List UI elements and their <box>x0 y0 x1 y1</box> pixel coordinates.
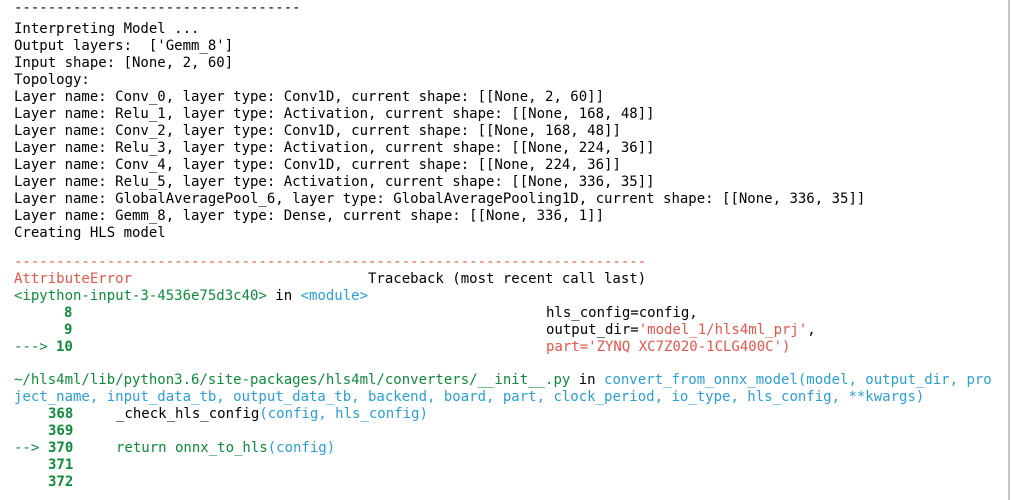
log-line: Layer name: Relu_3, layer type: Activati… <box>14 140 655 156</box>
code-line: output_dir='model_1/hls4ml_prj', <box>546 322 816 338</box>
frame-path[interactable]: ~/hls4ml/lib/python3.6/site-packages/hls… <box>14 372 571 388</box>
code-line: hls_config=config, <box>546 305 698 321</box>
log-line: Layer name: Relu_1, layer type: Activati… <box>14 106 655 122</box>
frame-function: convert_from_onnx_model(model, output_di… <box>604 372 992 388</box>
frame-function-cont: ject_name, input_data_tb, output_data_tb… <box>14 389 925 405</box>
log-line: Layer name: Conv_4, layer type: Conv1D, … <box>14 157 621 173</box>
code-line: _check_hls_config(config, hls_config) <box>116 406 428 422</box>
current-line-arrow: ---> <box>14 339 57 355</box>
log-line: Creating HLS model <box>14 225 166 241</box>
line-number: 370 <box>48 440 74 456</box>
log-line: Interpreting Model ... <box>14 21 200 37</box>
line-number: 9 <box>64 322 73 338</box>
line-number: 368 <box>48 406 74 422</box>
log-line: Layer name: Gemm_8, layer type: Dense, c… <box>14 208 605 224</box>
log-line: Layer name: Conv_0, layer type: Conv1D, … <box>14 89 605 105</box>
in-word: in <box>266 288 301 304</box>
current-line-arrow: --> <box>14 440 48 456</box>
log-line: Layer name: Relu_5, layer type: Activati… <box>14 174 655 190</box>
frame-header: <ipython-input-3-4536e75d3c40> in <modul… <box>14 288 368 305</box>
line-number: 10 <box>56 339 73 355</box>
frame-location[interactable]: <ipython-input-3-4536e75d3c40> <box>14 288 267 304</box>
error-name: AttributeError <box>14 271 133 287</box>
line-number: 369 <box>48 423 74 439</box>
in-word: in <box>570 372 605 388</box>
log-line: Topology: <box>14 72 90 88</box>
traceback-header: Traceback (most recent call last) <box>368 271 647 287</box>
scrollbar-track[interactable] <box>1008 0 1010 500</box>
top-separator: ---------------------------------- <box>14 0 301 16</box>
log-line: Input shape: [None, 2, 60] <box>14 55 234 71</box>
log-line: Layer name: Conv_2, layer type: Conv1D, … <box>14 123 621 139</box>
code-line: return onnx_to_hls(config) <box>116 440 336 456</box>
error-separator: ----------------------------------------… <box>14 254 647 270</box>
log-line: Output layers: ['Gemm_8'] <box>14 38 234 54</box>
frame-module: <module> <box>300 288 369 304</box>
frame-header: ~/hls4ml/lib/python3.6/site-packages/hls… <box>14 372 992 389</box>
code-line: part='ZYNQ XC7Z020-1CLG400C') <box>546 339 791 355</box>
line-number: 8 <box>64 305 73 321</box>
line-number: 372 <box>48 474 74 490</box>
line-number: 371 <box>48 457 74 473</box>
log-line: Layer name: GlobalAveragePool_6, layer t… <box>14 191 866 207</box>
